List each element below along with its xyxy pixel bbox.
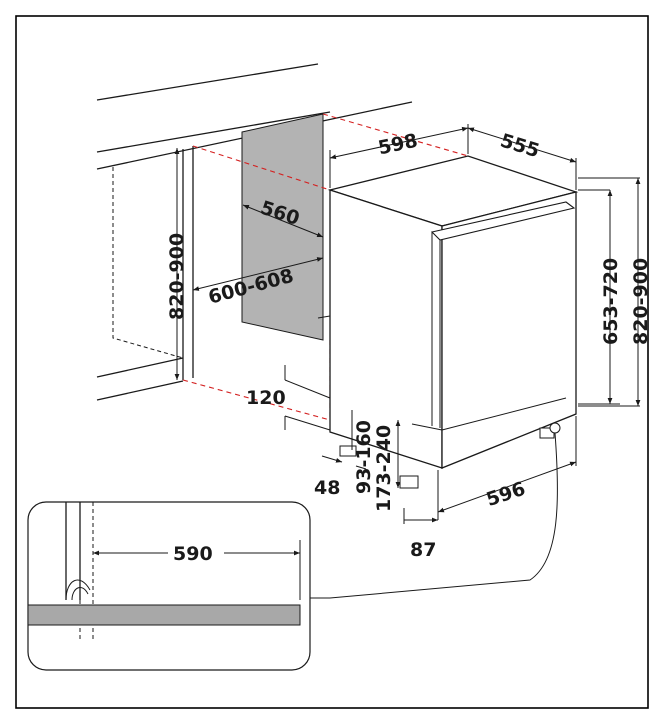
label-foot-offset: 48	[314, 477, 340, 499]
label-plinth-range-b: 173-240	[373, 425, 395, 512]
label-base-width: 596	[484, 478, 529, 511]
label-hinge-clearance: 590	[173, 543, 213, 565]
label-foot-depth: 87	[410, 539, 436, 561]
worktop-strip	[28, 604, 301, 626]
label-appliance-depth: 555	[498, 130, 542, 163]
dishwasher-body	[310, 155, 579, 599]
label-niche-height: 820-900	[166, 233, 188, 320]
label-appliance-height: 653-720	[600, 258, 622, 345]
niche-back-panel	[241, 113, 324, 341]
outer-frame	[15, 15, 649, 709]
label-appliance-height-max: 820-900	[630, 258, 652, 345]
label-plinth-range-a: 93-160	[353, 420, 375, 494]
label-appliance-width-top: 598	[376, 130, 419, 160]
hinge-detail-inset: 590	[27, 501, 311, 671]
label-plinth-height: 120	[246, 387, 286, 409]
